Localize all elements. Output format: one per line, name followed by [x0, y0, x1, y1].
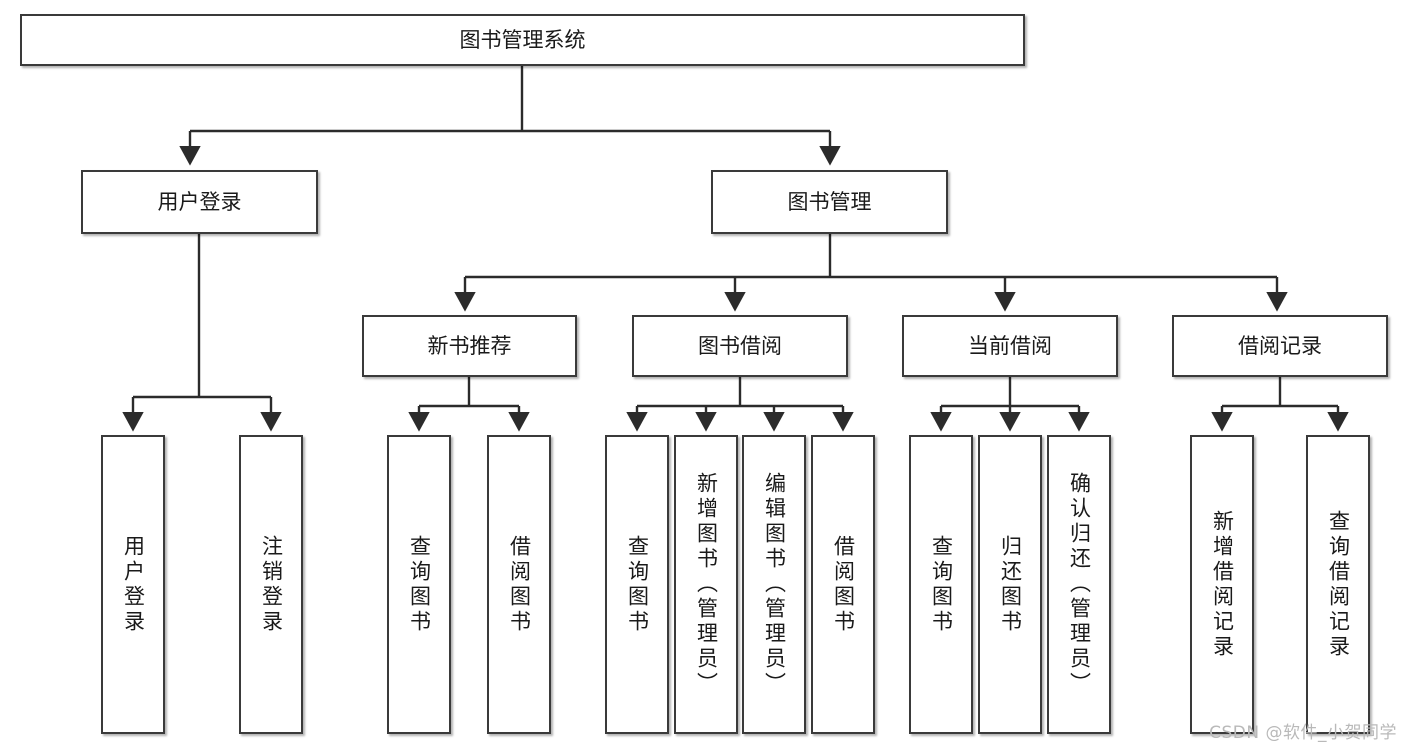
- watermark-text: CSDN @软件_小贺同学: [1209, 723, 1397, 743]
- node-label: 图书管理系统: [459, 27, 586, 52]
- leaf-current-borrow-query-book[interactable]: 查询图书: [909, 435, 973, 734]
- node-label: 查询图书: [407, 534, 432, 635]
- node-label: 查询图书: [625, 534, 650, 635]
- leaf-new-book-query-book[interactable]: 查询图书: [387, 435, 451, 734]
- node-label: 归还图书: [998, 534, 1023, 635]
- node-book-management[interactable]: 图书管理: [711, 170, 948, 234]
- leaf-book-borrow-borrow-book[interactable]: 借阅图书: [811, 435, 875, 734]
- node-label: 新书推荐: [427, 333, 512, 358]
- leaf-user-login-logout[interactable]: 注销登录: [239, 435, 303, 734]
- leaf-book-borrow-add-book-admin[interactable]: 新增图书（管理员）: [674, 435, 738, 734]
- node-label: 借阅图书: [507, 534, 532, 635]
- node-label: 新增借阅记录: [1210, 509, 1235, 660]
- node-label: 注销登录: [259, 534, 284, 635]
- node-label: 确认归还（管理员）: [1067, 472, 1092, 697]
- node-label: 图书管理: [787, 189, 872, 214]
- node-label: 编辑图书（管理员）: [762, 472, 787, 697]
- node-label: 借阅记录: [1238, 333, 1322, 358]
- leaf-new-book-borrow-book[interactable]: 借阅图书: [487, 435, 551, 734]
- node-new-book-recommend[interactable]: 新书推荐: [362, 315, 577, 377]
- node-root-book-management-system[interactable]: 图书管理系统: [20, 14, 1025, 66]
- node-user-login[interactable]: 用户登录: [81, 170, 318, 234]
- leaf-book-borrow-query-book[interactable]: 查询图书: [605, 435, 669, 734]
- leaf-borrow-record-query-record[interactable]: 查询借阅记录: [1306, 435, 1370, 734]
- leaf-book-borrow-edit-book-admin[interactable]: 编辑图书（管理员）: [742, 435, 806, 734]
- node-label: 图书借阅: [698, 333, 782, 358]
- node-borrow-record[interactable]: 借阅记录: [1172, 315, 1388, 377]
- node-label: 用户登录: [121, 534, 146, 635]
- leaf-current-borrow-confirm-return-admin[interactable]: 确认归还（管理员）: [1047, 435, 1111, 734]
- node-label: 新增图书（管理员）: [694, 472, 719, 697]
- node-label: 查询借阅记录: [1326, 509, 1351, 660]
- node-book-borrow[interactable]: 图书借阅: [632, 315, 848, 377]
- node-label: 借阅图书: [831, 534, 856, 635]
- node-current-borrow[interactable]: 当前借阅: [902, 315, 1118, 377]
- node-label: 用户登录: [157, 189, 242, 214]
- leaf-borrow-record-add-record[interactable]: 新增借阅记录: [1190, 435, 1254, 734]
- leaf-current-borrow-return-book[interactable]: 归还图书: [978, 435, 1042, 734]
- node-label: 查询图书: [929, 534, 954, 635]
- node-label: 当前借阅: [968, 333, 1052, 358]
- leaf-user-login-login[interactable]: 用户登录: [101, 435, 165, 734]
